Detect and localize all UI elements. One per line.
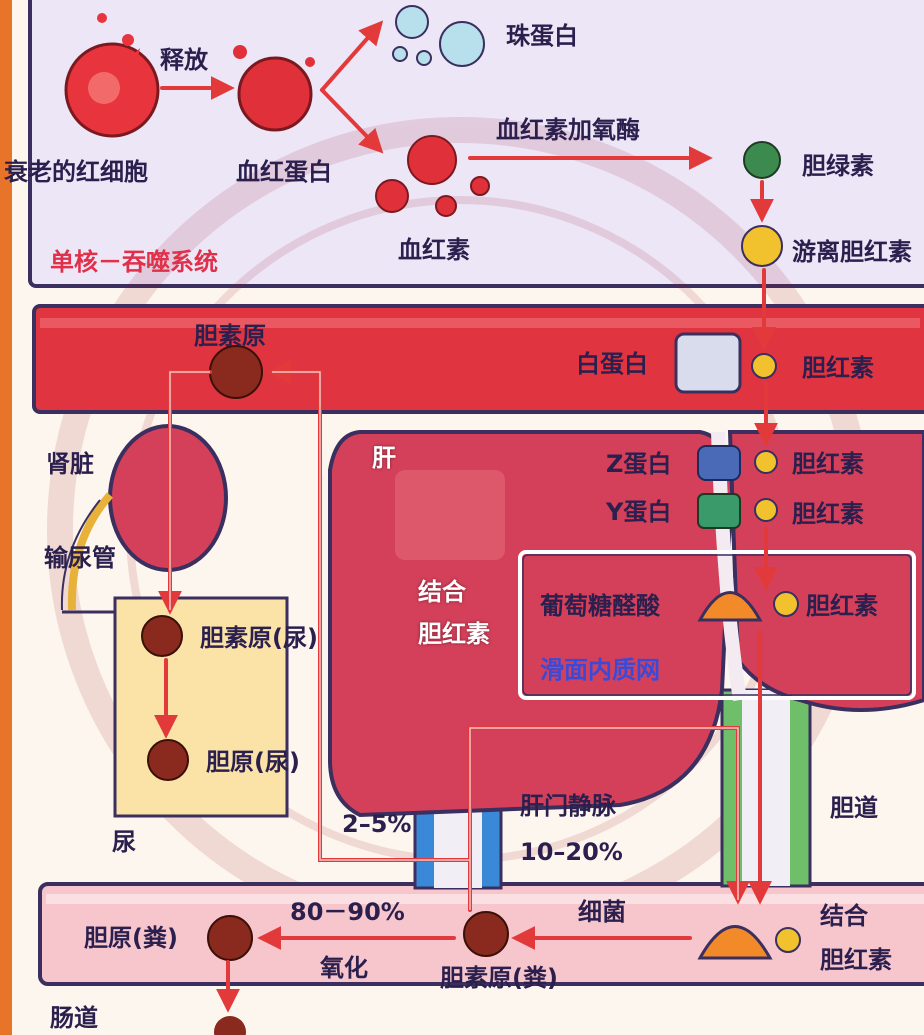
label-fecal-urobilinogen: 胆素原(粪) bbox=[440, 964, 558, 992]
free-bilirubin-ball bbox=[741, 225, 783, 267]
stercobilin-ball bbox=[207, 915, 253, 961]
smooth-er-box bbox=[518, 550, 916, 700]
label-conjugated: 结合 bbox=[418, 578, 466, 606]
label-intestinal-conjugated: 结合 bbox=[820, 902, 868, 930]
label-intestine: 肠道 bbox=[50, 1004, 98, 1032]
label-urobilinogen-blood: 胆素原 bbox=[194, 322, 266, 350]
label-z-protein: Z蛋白 bbox=[606, 450, 672, 478]
glucuronic-acid-cone bbox=[697, 591, 763, 622]
label-bacteria: 细菌 bbox=[578, 898, 626, 926]
fecal-urobilinogen-ball bbox=[463, 911, 509, 957]
label-y-protein: Y蛋白 bbox=[606, 498, 672, 526]
label-release: 释放 bbox=[160, 46, 208, 74]
label-free-bilirubin: 游离胆红素 bbox=[792, 238, 912, 266]
albumin-bound-bilirubin bbox=[751, 353, 777, 379]
label-albumin: 白蛋白 bbox=[576, 350, 648, 378]
y-bound-bilirubin bbox=[754, 498, 778, 522]
label-senescent-rbc: 衰老的红细胞 bbox=[4, 158, 148, 186]
label-heme-oxygenase: 血红素加氧酶 bbox=[496, 116, 640, 144]
urobilinogen-blood-ball bbox=[209, 345, 263, 399]
label-er-bilirubin: 胆红素 bbox=[806, 592, 878, 620]
urobilin-ball bbox=[147, 739, 189, 781]
label-biliverdin: 胆绿素 bbox=[802, 152, 874, 180]
label-glucuronic-acid: 葡萄糖醛酸 bbox=[540, 592, 660, 620]
er-bilirubin-ball bbox=[773, 591, 799, 617]
label-hemoglobin: 血红蛋白 bbox=[236, 158, 332, 186]
liver-highlight bbox=[395, 470, 505, 560]
z-protein-shape bbox=[697, 445, 741, 481]
label-y-bilirubin: 胆红素 bbox=[792, 500, 864, 528]
globin-bubble bbox=[439, 21, 485, 67]
albumin-cube bbox=[674, 332, 742, 394]
liver bbox=[328, 430, 734, 818]
label-pct-feces: 80－90% bbox=[290, 898, 405, 926]
intestinal-bilirubin-ball bbox=[775, 927, 801, 953]
label-urine: 尿 bbox=[112, 828, 136, 856]
biliverdin-ball bbox=[743, 141, 781, 179]
y-protein-shape bbox=[697, 493, 741, 529]
label-kidney: 肾脏 bbox=[46, 450, 94, 478]
arrow-to-globin bbox=[320, 20, 384, 92]
label-phagocyte-system: 单核－吞噬系统 bbox=[50, 248, 218, 276]
label-intestinal-bilirubin: 胆红素 bbox=[820, 946, 892, 974]
hemoglobin-blob bbox=[237, 56, 313, 132]
label-bilirubin-blood: 胆红素 bbox=[802, 354, 874, 382]
intestinal-conjugated-cone bbox=[697, 925, 773, 960]
label-liver: 肝 bbox=[372, 444, 396, 472]
label-urobilin-urine: 胆原(尿) bbox=[206, 748, 300, 776]
label-ureter: 输尿管 bbox=[44, 544, 116, 572]
arrow-to-heme bbox=[320, 88, 384, 154]
label-smooth-er: 滑面内质网 bbox=[540, 656, 660, 684]
label-heme: 血红素 bbox=[398, 236, 470, 264]
label-oxidation: 氧化 bbox=[320, 954, 368, 982]
urinary-urobilinogen-ball bbox=[141, 615, 183, 657]
label-globin: 珠蛋白 bbox=[506, 22, 578, 50]
label-pct-to-urine: 2–5% bbox=[342, 810, 412, 838]
left-border-strip bbox=[0, 0, 12, 1035]
liver-right-lobe bbox=[727, 430, 924, 712]
heme-blob bbox=[407, 135, 457, 185]
label-urobilinogen-urine: 胆素原(尿) bbox=[200, 624, 318, 652]
label-pct-reabsorbed: 10–20% bbox=[520, 838, 623, 866]
label-conjugated-bilirubin: 胆红素 bbox=[418, 620, 490, 648]
label-z-bilirubin: 胆红素 bbox=[792, 450, 864, 478]
globin-bubble bbox=[395, 5, 429, 39]
label-portal-vein: 肝门静脉 bbox=[520, 792, 616, 820]
ureter-tube bbox=[67, 492, 113, 611]
label-bile-duct: 胆道 bbox=[830, 794, 878, 822]
label-stercobilin: 胆原(粪) bbox=[84, 924, 178, 952]
z-bound-bilirubin bbox=[754, 450, 778, 474]
